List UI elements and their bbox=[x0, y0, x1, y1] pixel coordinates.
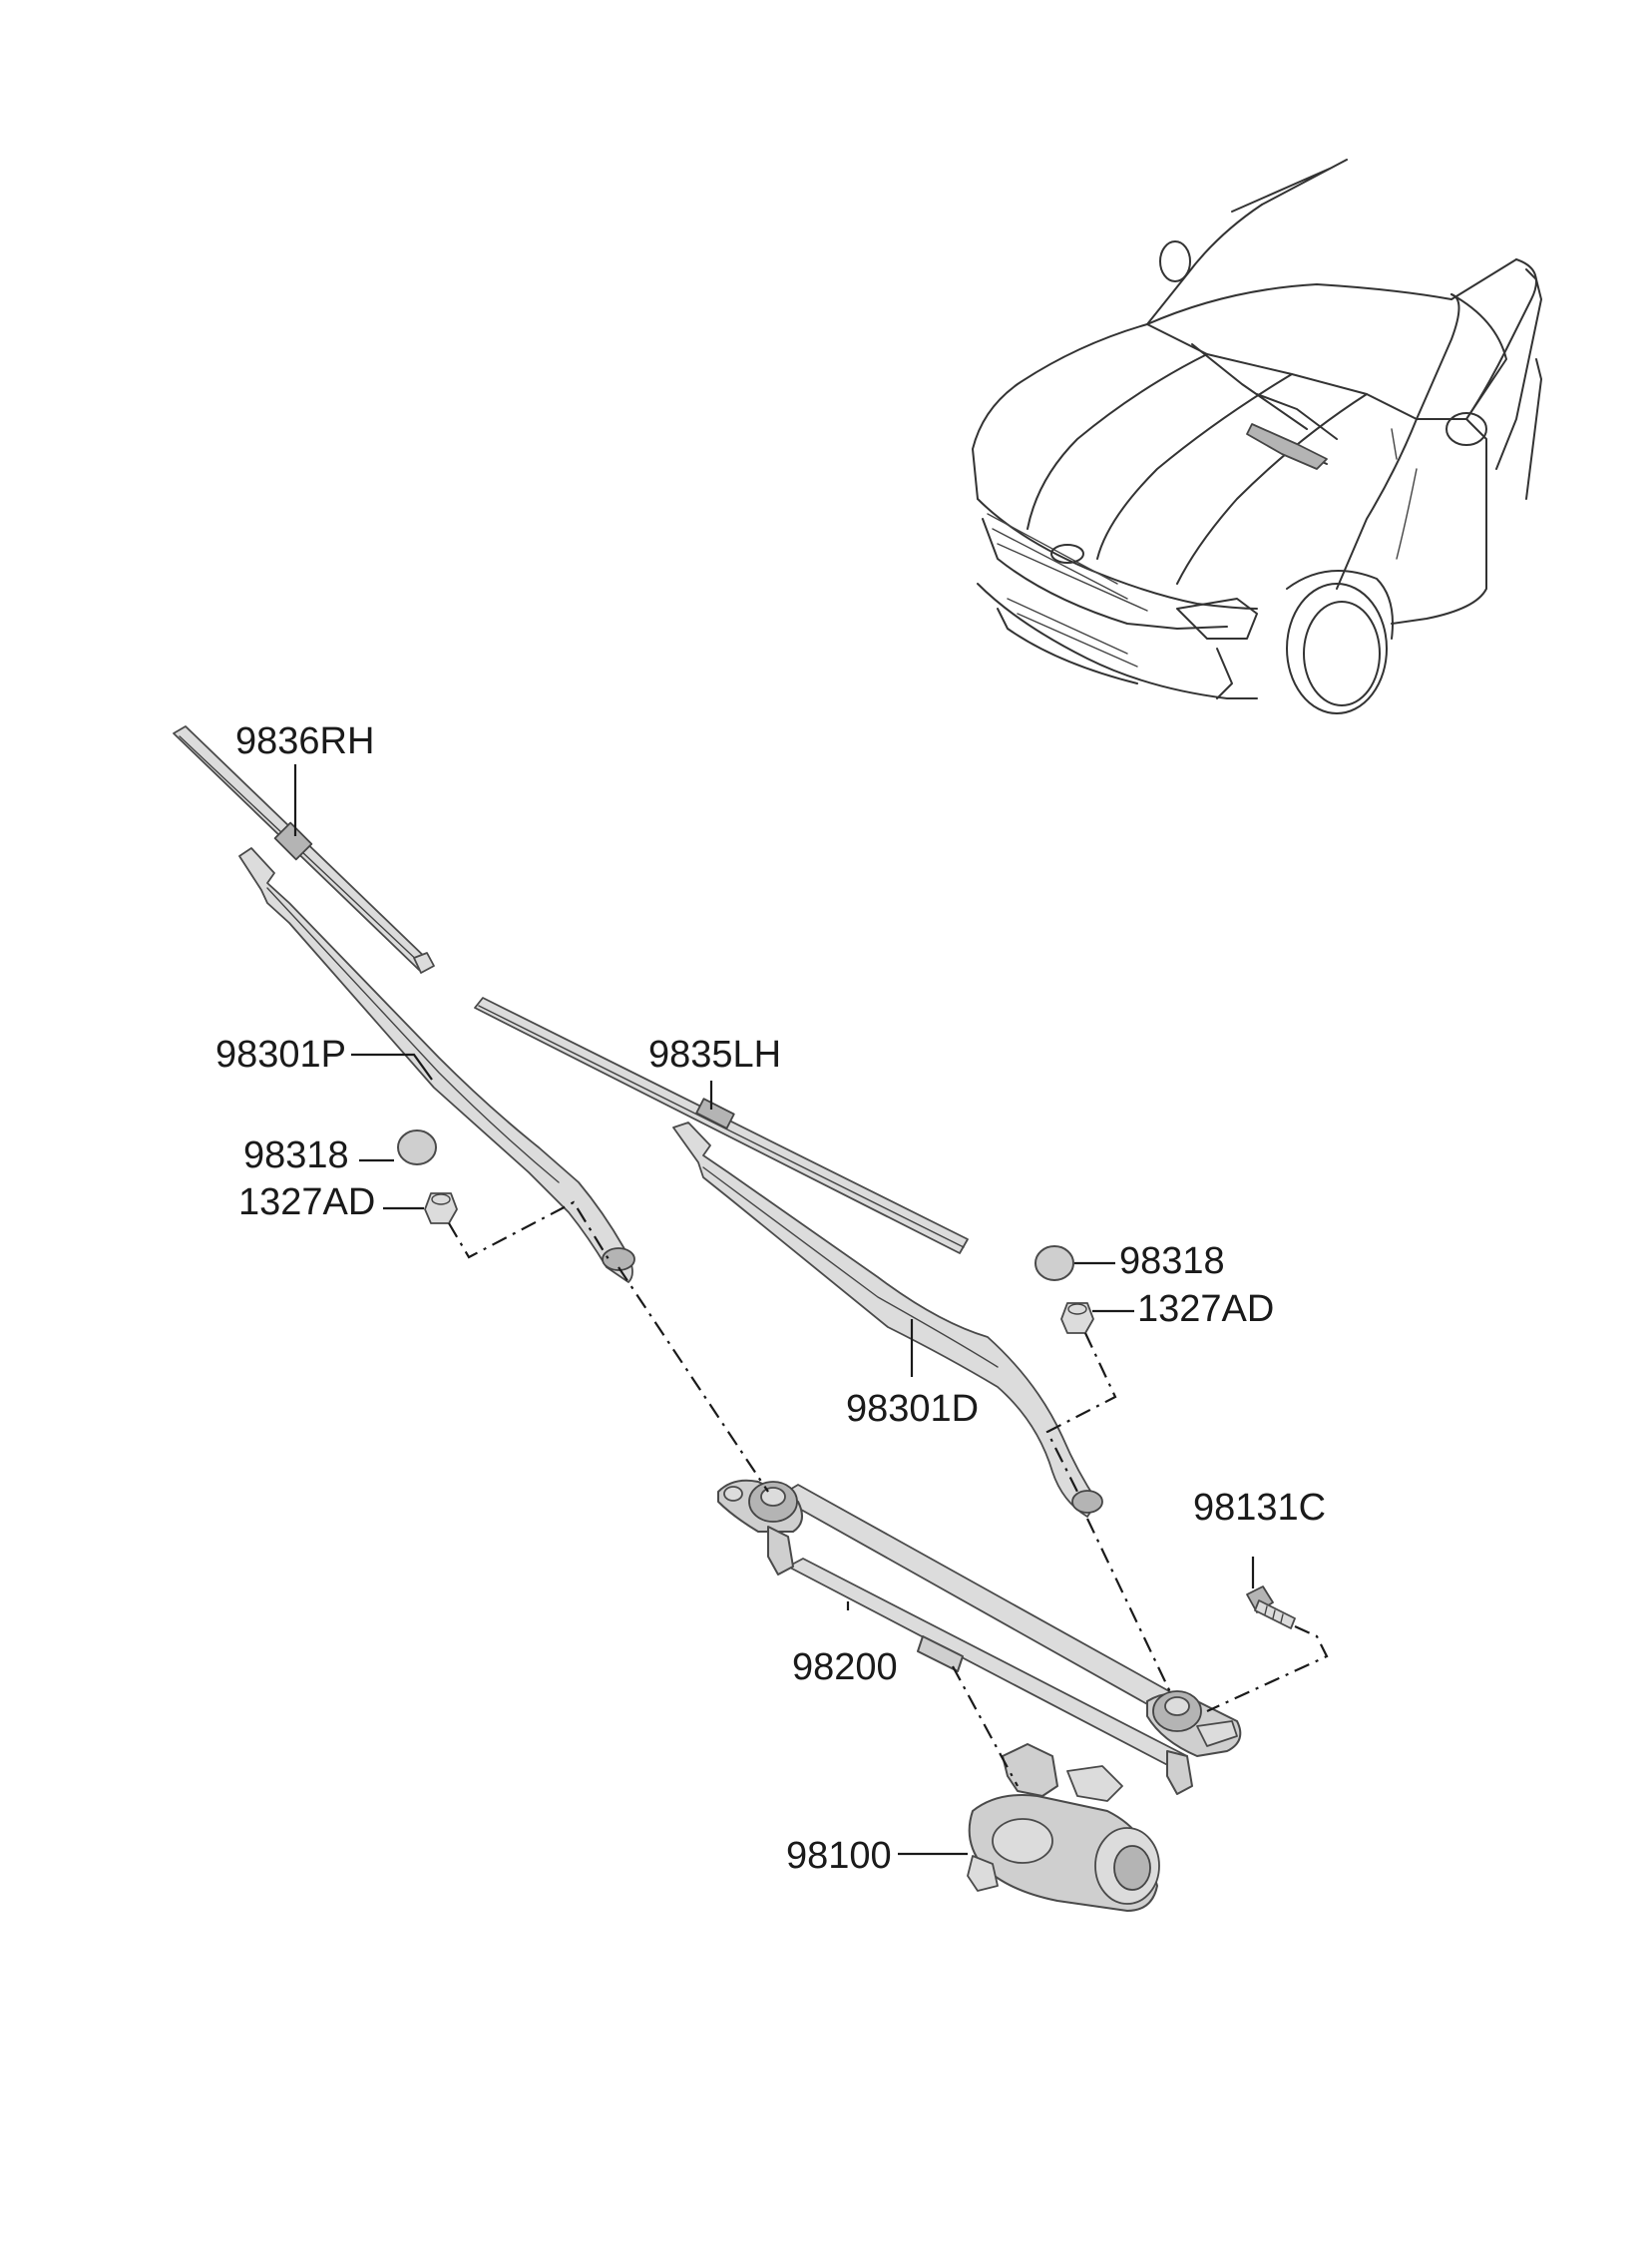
nut-left bbox=[424, 1192, 458, 1224]
label-cap-right: 98318 bbox=[1119, 1240, 1225, 1282]
label-nut-right: 1327AD bbox=[1137, 1288, 1274, 1330]
cap-left bbox=[397, 1129, 437, 1165]
wiper-blade-lh bbox=[474, 997, 969, 1254]
vehicle-overview-illustration bbox=[972, 159, 1542, 714]
assembly-lines bbox=[448, 1200, 1329, 1787]
label-cap-left: 98318 bbox=[243, 1134, 349, 1176]
label-wiper-arm-driver: 98301D bbox=[846, 1388, 979, 1430]
assembly-line-bolt bbox=[1206, 1624, 1329, 1712]
leader-lines bbox=[293, 764, 1255, 1856]
wiper-blade-rh bbox=[173, 725, 435, 974]
assembly-line-right-nut bbox=[1045, 1332, 1117, 1493]
label-nut-left: 1327AD bbox=[238, 1181, 375, 1223]
bolt bbox=[1246, 1585, 1296, 1629]
assembly-line-passenger-arm-pivot bbox=[618, 1266, 769, 1493]
label-wiper-arm-passenger: 98301P bbox=[215, 1034, 346, 1076]
label-wiper-blade-rh: 9836RH bbox=[235, 720, 374, 762]
wiper-arm-driver bbox=[672, 1122, 1103, 1518]
wiper-linkage bbox=[717, 1479, 1242, 1795]
cap-right bbox=[1034, 1245, 1074, 1281]
label-wiper-blade-lh: 9835LH bbox=[648, 1034, 781, 1076]
part-labels: 9836RH 98301P 9835LH 98318 1327AD 98318 … bbox=[215, 720, 1326, 1877]
nut-right bbox=[1060, 1302, 1094, 1334]
label-bolt: 98131C bbox=[1193, 1487, 1326, 1529]
label-motor: 98100 bbox=[786, 1835, 892, 1877]
wiper-motor bbox=[967, 1743, 1160, 1912]
label-linkage: 98200 bbox=[792, 1646, 898, 1688]
wiper-arm-passenger bbox=[238, 847, 635, 1283]
assembly-line-motor-linkage bbox=[952, 1665, 1019, 1787]
